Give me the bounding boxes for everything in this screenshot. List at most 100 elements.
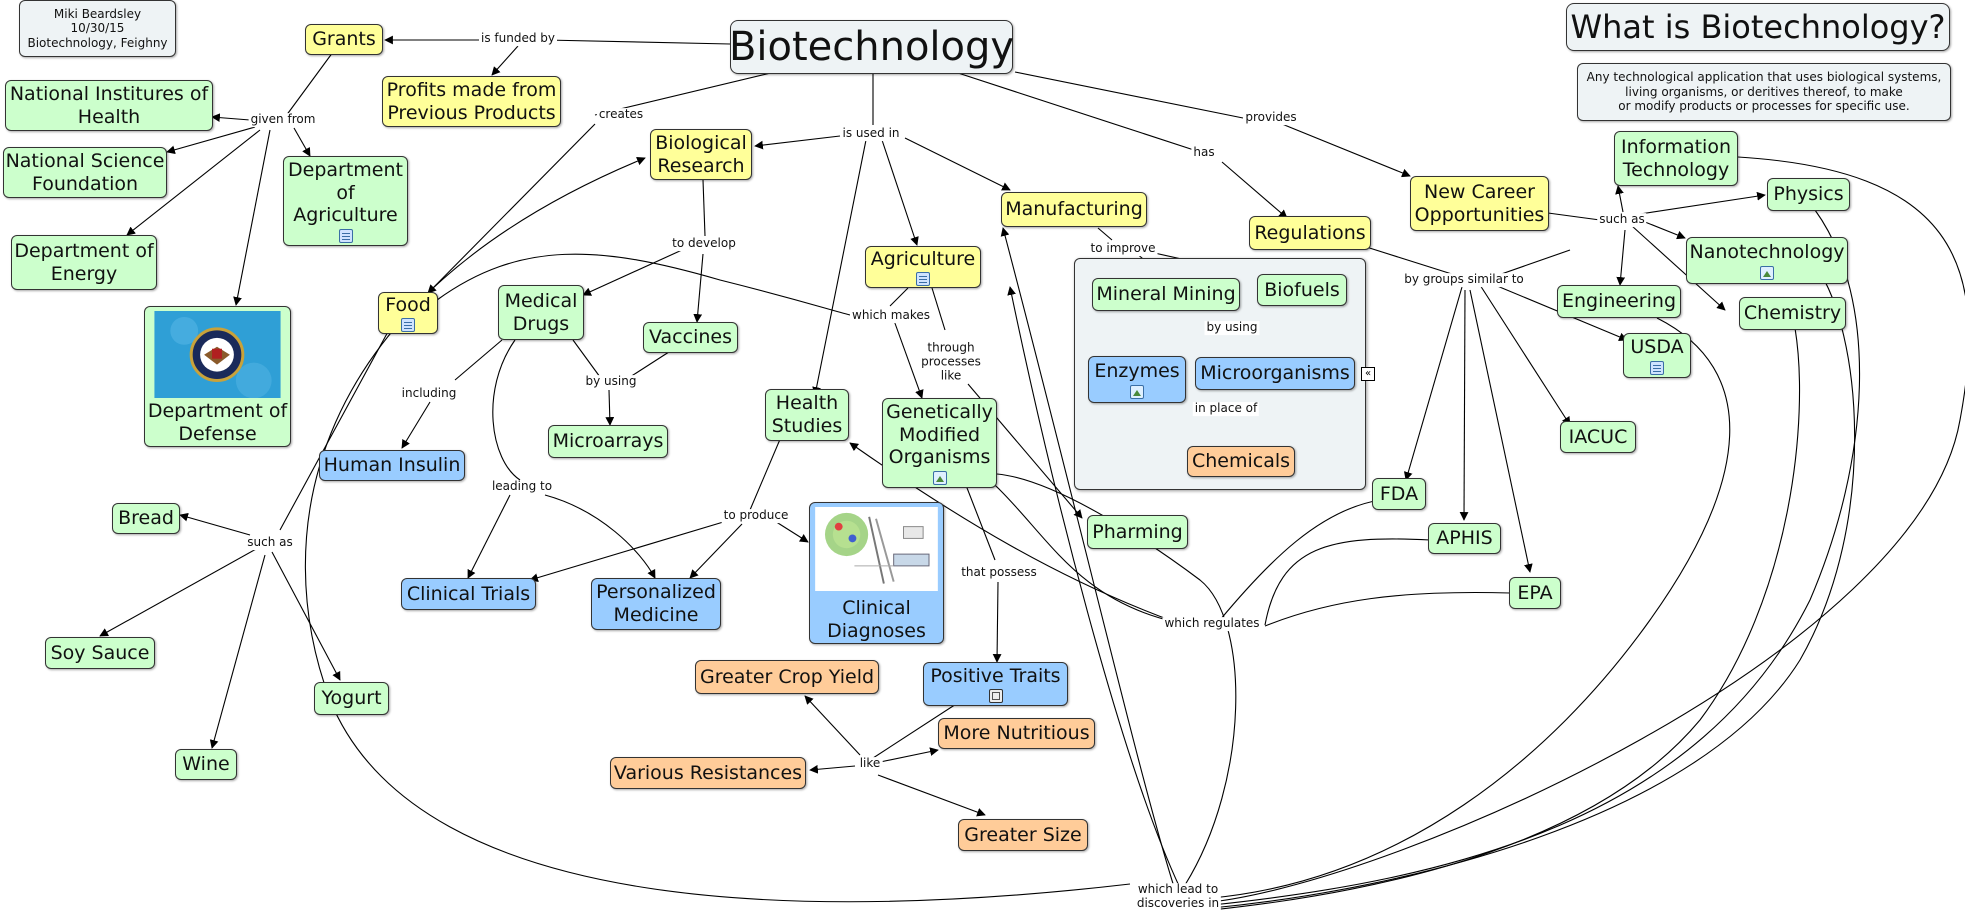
link-label-by-using-1: by using [583, 374, 639, 389]
node-nsf-label: National Science Foundation [5, 149, 165, 195]
node-pharming[interactable]: Pharming [1087, 515, 1188, 549]
node-iacuc-label: IACUC [1568, 425, 1628, 448]
node-bread-label: Bread [118, 507, 174, 530]
node-biofuels[interactable]: Biofuels [1257, 274, 1347, 306]
link-label-to-improve: to improve [1088, 241, 1158, 256]
node-various-resistances[interactable]: Various Resistances [610, 757, 806, 789]
node-medical-drugs-label: Medical Drugs [504, 289, 578, 335]
link-label-is-funded-by: is funded by [479, 31, 557, 46]
document-icon[interactable] [338, 229, 353, 244]
image-icon[interactable] [932, 471, 947, 486]
node-doe[interactable]: Department of Energy [11, 235, 157, 290]
definition-node: Any technological application that uses … [1577, 63, 1951, 121]
node-new-career[interactable]: New Career Opportunities [1410, 176, 1549, 231]
node-fda-label: FDA [1379, 482, 1419, 505]
image-icon[interactable] [1760, 265, 1774, 280]
node-microarrays-label: Microarrays [552, 430, 664, 453]
node-dept-agriculture-label: Department of Agriculture [288, 158, 403, 227]
node-food-label: Food [385, 293, 431, 316]
node-yogurt[interactable]: Yogurt [314, 682, 389, 715]
node-nsf[interactable]: National Science Foundation [3, 147, 167, 198]
node-chemicals-label: Chemicals [1191, 450, 1291, 473]
node-personalized-medicine-label: Personalized Medicine [596, 581, 716, 626]
node-personalized-medicine[interactable]: Personalized Medicine [591, 578, 721, 630]
node-engineering-label: Engineering [1562, 290, 1676, 313]
node-wine-label: Wine [182, 753, 230, 776]
node-grants[interactable]: Grants [305, 24, 383, 55]
link-label-such-as-1: such as [245, 535, 295, 550]
diagnostics-image [815, 507, 938, 592]
node-wine[interactable]: Wine [175, 749, 237, 780]
node-iacuc[interactable]: IACUC [1560, 421, 1636, 453]
node-epa[interactable]: EPA [1509, 577, 1561, 609]
node-clinical-diagnoses[interactable]: Clinical Diagnoses [809, 502, 944, 644]
node-aphis[interactable]: APHIS [1428, 523, 1501, 554]
node-food[interactable]: Food [378, 292, 438, 334]
node-chemicals[interactable]: Chemicals [1187, 446, 1295, 477]
node-dod[interactable]: Department of Defense [144, 306, 291, 447]
link-label-to-produce: to produce [721, 508, 791, 523]
link-label-creates: creates [596, 107, 646, 122]
collapse-group-icon[interactable]: « [1361, 367, 1375, 381]
node-agriculture[interactable]: Agriculture [865, 246, 981, 288]
node-biofuels-label: Biofuels [1264, 278, 1340, 301]
node-gmo[interactable]: Genetically Modified Organisms [882, 398, 997, 488]
node-regulations[interactable]: Regulations [1249, 216, 1371, 250]
node-health-studies-label: Health Studies [771, 392, 843, 437]
document-icon[interactable] [916, 272, 930, 287]
node-vaccines[interactable]: Vaccines [643, 322, 738, 353]
node-greater-crop-yield[interactable]: Greater Crop Yield [695, 660, 879, 694]
table-icon[interactable] [988, 689, 1003, 704]
link-label-including: including [399, 386, 459, 401]
node-greater-size[interactable]: Greater Size [958, 819, 1088, 851]
node-enzymes-label: Enzymes [1094, 360, 1180, 383]
node-biological-research[interactable]: Biological Research [650, 129, 752, 180]
link-label-has: has [1191, 145, 1217, 160]
node-mineral-mining[interactable]: Mineral Mining [1092, 278, 1240, 311]
node-usda[interactable]: USDA [1623, 333, 1691, 378]
author-name: Miki Beardsley [53, 6, 142, 21]
node-bread[interactable]: Bread [112, 503, 180, 534]
node-more-nutritious-label: More Nutritious [943, 722, 1090, 745]
node-microorganisms[interactable]: Microorganisms [1195, 357, 1355, 390]
node-more-nutritious[interactable]: More Nutritious [938, 718, 1095, 749]
title-node: Biotechnology [728, 20, 1015, 74]
node-manufacturing[interactable]: Manufacturing [1001, 192, 1147, 227]
node-soy-sauce[interactable]: Soy Sauce [45, 637, 155, 669]
node-info-tech[interactable]: Information Technology [1614, 131, 1738, 186]
node-dept-agriculture[interactable]: Department of Agriculture [283, 156, 408, 246]
link-label-which-lead-to: which lead to discoveries in [1134, 882, 1222, 911]
node-mineral-mining-label: Mineral Mining [1096, 283, 1236, 306]
link-label-which-makes: which makes [850, 308, 932, 323]
node-nanotech[interactable]: Nanotechnology [1686, 237, 1848, 284]
link-label-such-as-2: such as [1597, 212, 1647, 227]
node-medical-drugs[interactable]: Medical Drugs [498, 285, 584, 340]
node-profits-label: Profits made from Previous Products [386, 78, 557, 124]
node-regulations-label: Regulations [1254, 221, 1366, 244]
node-human-insulin-label: Human Insulin [323, 454, 461, 477]
question-node: What is Biotechnology? [1566, 3, 1950, 51]
node-physics[interactable]: Physics [1767, 178, 1850, 211]
node-clinical-trials[interactable]: Clinical Trials [401, 578, 536, 610]
node-chemistry[interactable]: Chemistry [1739, 297, 1846, 330]
node-fda[interactable]: FDA [1372, 478, 1426, 510]
node-health-studies[interactable]: Health Studies [765, 389, 849, 441]
page-title: Biotechnology [728, 24, 1015, 70]
node-biological-research-label: Biological Research [655, 131, 747, 177]
node-engineering[interactable]: Engineering [1557, 285, 1681, 318]
node-various-resistances-label: Various Resistances [613, 761, 803, 784]
node-soy-sauce-label: Soy Sauce [50, 641, 150, 664]
node-info-tech-label: Information Technology [1621, 135, 1731, 181]
node-nih[interactable]: National Institures of Health [5, 80, 213, 131]
node-positive-traits[interactable]: Positive Traits [923, 662, 1068, 706]
node-yogurt-label: Yogurt [321, 687, 382, 710]
node-human-insulin[interactable]: Human Insulin [319, 450, 465, 481]
node-profits[interactable]: Profits made from Previous Products [382, 76, 561, 127]
image-icon[interactable] [1130, 384, 1144, 399]
node-enzymes[interactable]: Enzymes [1088, 356, 1186, 403]
node-microarrays[interactable]: Microarrays [548, 425, 668, 458]
document-icon[interactable] [1650, 360, 1664, 375]
node-usda-label: USDA [1630, 336, 1684, 359]
link-label-provides: provides [1243, 110, 1299, 125]
document-icon[interactable] [401, 318, 415, 333]
